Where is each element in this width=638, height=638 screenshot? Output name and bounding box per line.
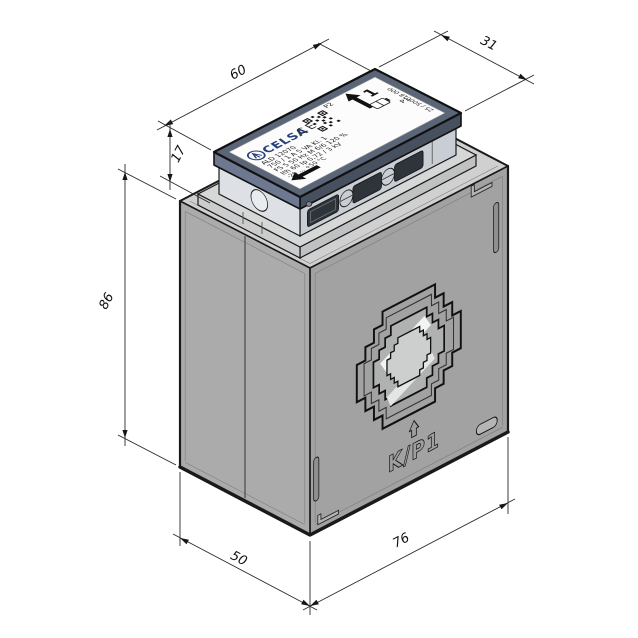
stepped-window bbox=[355, 282, 462, 431]
latch-slot-left bbox=[313, 456, 320, 502]
dimension-top-length: 60 bbox=[156, 38, 372, 151]
terminal-block-end-details bbox=[250, 189, 269, 212]
dim-31-text: 31 bbox=[478, 33, 500, 54]
terminal-window-1 bbox=[307, 194, 339, 227]
battery-icon bbox=[369, 97, 391, 109]
dimension-terminal-height: 17 bbox=[159, 121, 211, 204]
side-face-details bbox=[184, 211, 306, 525]
latch-slot-bottom-left bbox=[317, 509, 339, 526]
dim-50-text: 50 bbox=[228, 548, 250, 569]
product-label bbox=[228, 76, 446, 190]
direction-arrow-left-icon bbox=[291, 165, 321, 181]
direction-arrow-right-icon bbox=[345, 93, 375, 109]
terminal-block-front-details bbox=[307, 138, 433, 227]
front-face-details bbox=[313, 175, 503, 526]
dim-76-text: 76 bbox=[391, 530, 413, 551]
latch-slot-top-right bbox=[470, 181, 493, 198]
dim-60-text: 60 bbox=[228, 62, 250, 83]
terminal-p1-label: P1 bbox=[398, 97, 412, 105]
window-outer-rim bbox=[355, 282, 462, 431]
latch-slot-bottom-right bbox=[475, 416, 498, 436]
dimension-body-height: 86 bbox=[96, 164, 177, 466]
end-hole-icon bbox=[250, 189, 269, 212]
latch-slot-right bbox=[493, 201, 500, 254]
window-chamfer-rim bbox=[363, 293, 455, 420]
dim-86-text: 86 bbox=[96, 291, 117, 313]
terminal-assembly: CELSA CE P2 1 bbox=[196, 67, 478, 259]
dimension-body-depth: 50 bbox=[172, 472, 318, 615]
dim-17-text: 17 bbox=[168, 143, 189, 165]
celsa-logo-icon bbox=[246, 150, 266, 161]
dimension-top-width: 31 bbox=[378, 30, 535, 112]
cover-pin-icon bbox=[305, 201, 313, 207]
window-far-opening bbox=[386, 325, 432, 388]
terminal-p2-label: P2 bbox=[321, 102, 335, 110]
dimension-body-width: 76 bbox=[302, 437, 516, 611]
p1-up-arrow-icon bbox=[408, 419, 420, 439]
